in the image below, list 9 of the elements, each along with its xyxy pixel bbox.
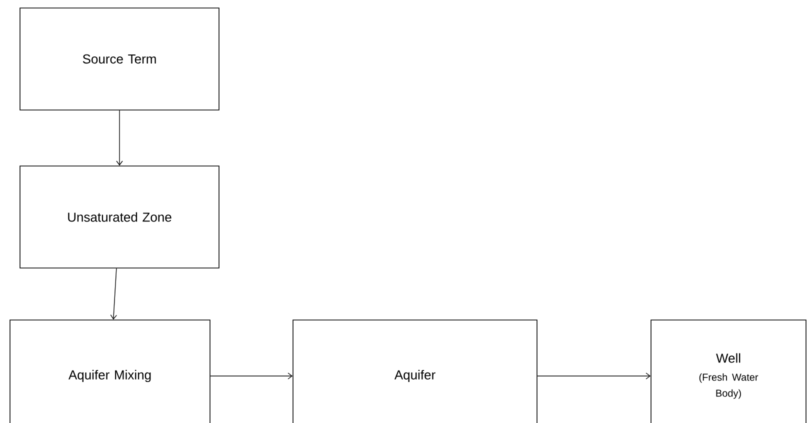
arrow bbox=[210, 372, 293, 380]
process-box: Unsaturated Zone bbox=[20, 166, 220, 268]
process-box: Aquifer bbox=[292, 320, 538, 423]
arrow bbox=[110, 268, 117, 320]
arrow bbox=[116, 110, 123, 166]
process-box: Source Term bbox=[20, 8, 220, 110]
process-box: Well (Fresh Water Body) bbox=[650, 320, 806, 423]
process-box: Aquifer Mixing bbox=[10, 320, 210, 423]
arrow bbox=[537, 372, 651, 380]
